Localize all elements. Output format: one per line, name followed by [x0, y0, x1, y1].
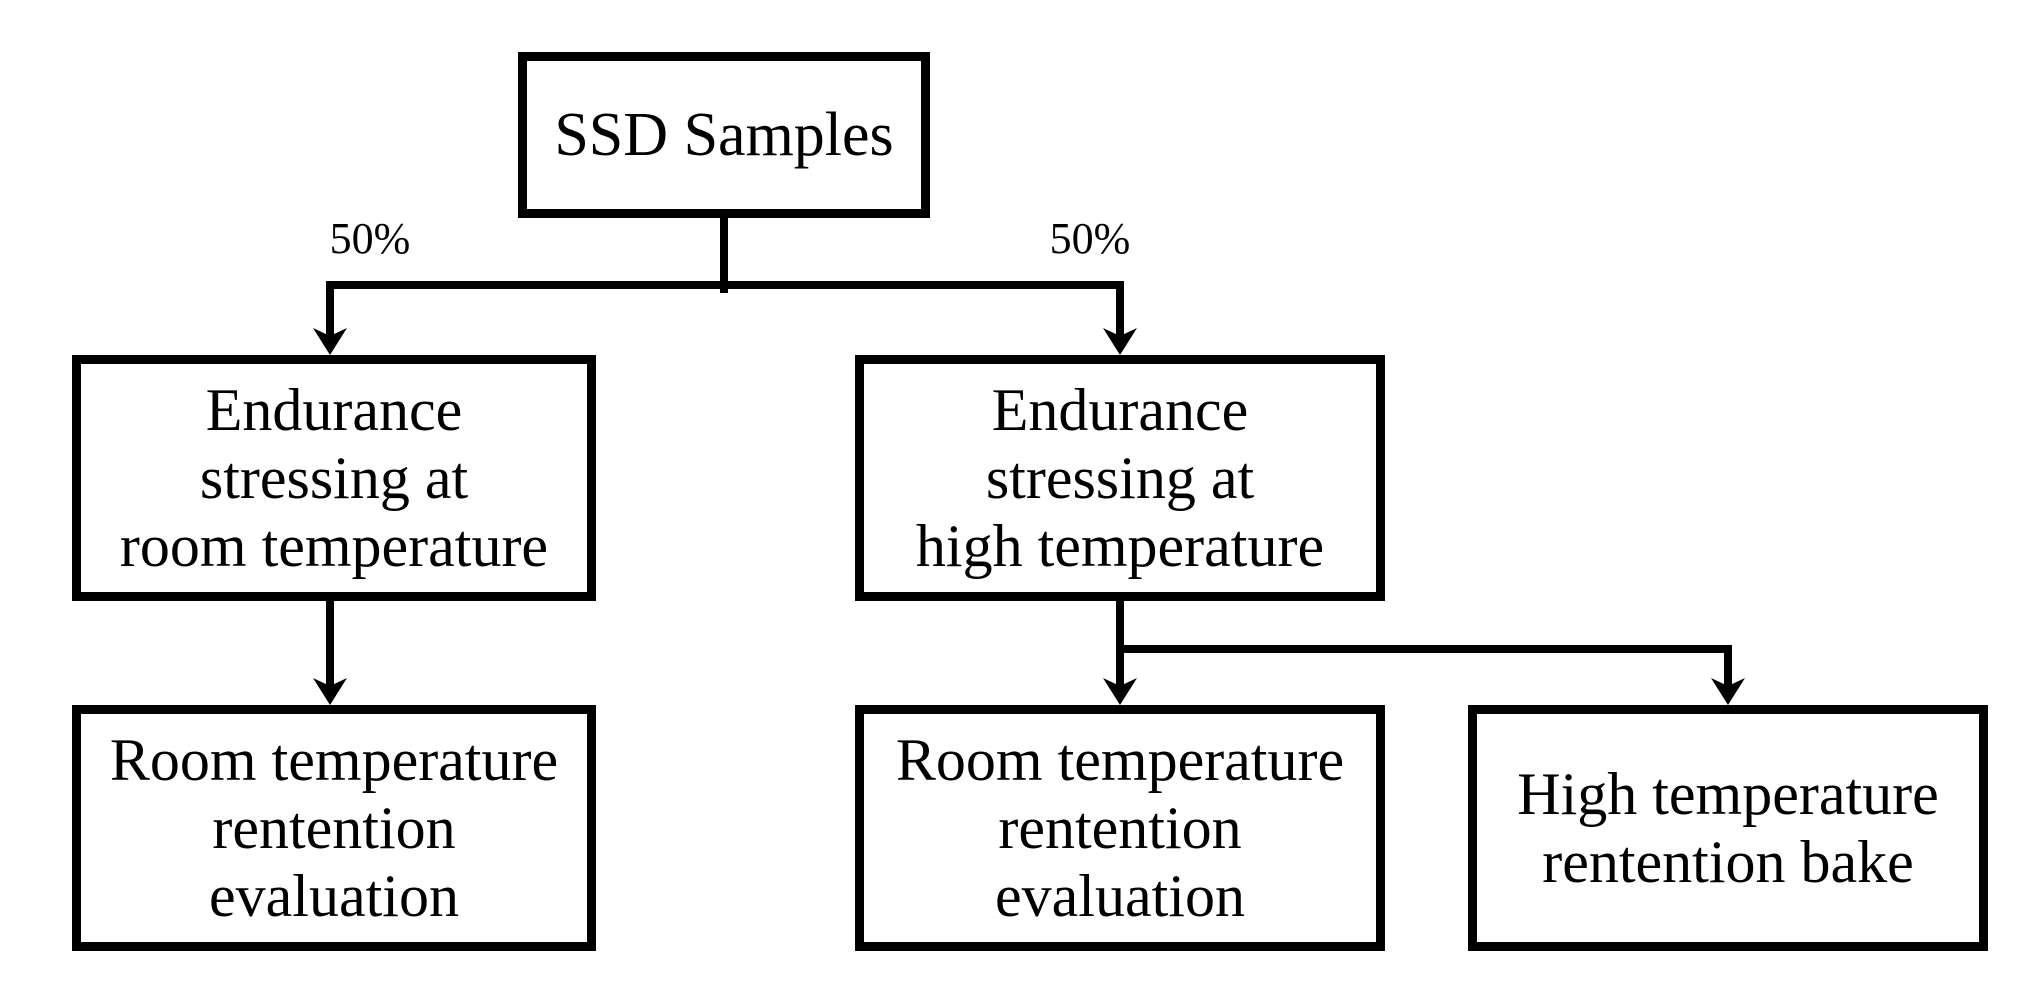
edge-label-left-percent: 50%: [329, 214, 411, 263]
arrow-down-icon: [1103, 678, 1137, 705]
node-room-retention-evaluation-left: Room temperature rentention evaluation: [72, 705, 596, 951]
edge-root-to-endurance-high: [1103, 281, 1137, 355]
arrow-down-icon: [1103, 328, 1137, 355]
edge-endurance-high-to-bake: [1711, 645, 1745, 705]
edge-endurance-room-to-retention: [313, 596, 347, 705]
node-high-retention-bake: High temperature rentention bake: [1468, 705, 1988, 951]
node-ssd-samples-label: SSD Samples: [554, 101, 894, 169]
node-endurance-stressing-high: Endurance stressing at high temperature: [855, 355, 1385, 601]
edge-root-to-endurance-room: [313, 281, 347, 355]
node-endurance-stressing-room-label: Endurance stressing at room temperature: [119, 377, 549, 579]
node-room-retention-evaluation-right-label: Room temperature rentention evaluation: [895, 727, 1345, 929]
arrow-down-icon: [313, 678, 347, 705]
arrow-down-icon: [313, 328, 347, 355]
node-high-retention-bake-label: High temperature rentention bake: [1517, 761, 1939, 895]
edge-label-right-percent: 50%: [1049, 214, 1131, 263]
edge-endurance-high-to-retention: [1103, 596, 1137, 705]
node-endurance-stressing-room: Endurance stressing at room temperature: [72, 355, 596, 601]
arrow-down-icon: [1711, 678, 1745, 705]
node-ssd-samples: SSD Samples: [518, 52, 930, 218]
node-endurance-stressing-high-label: Endurance stressing at high temperature: [915, 377, 1325, 579]
node-room-retention-evaluation-left-label: Room temperature rentention evaluation: [109, 727, 559, 929]
node-room-retention-evaluation-right: Room temperature rentention evaluation: [855, 705, 1385, 951]
